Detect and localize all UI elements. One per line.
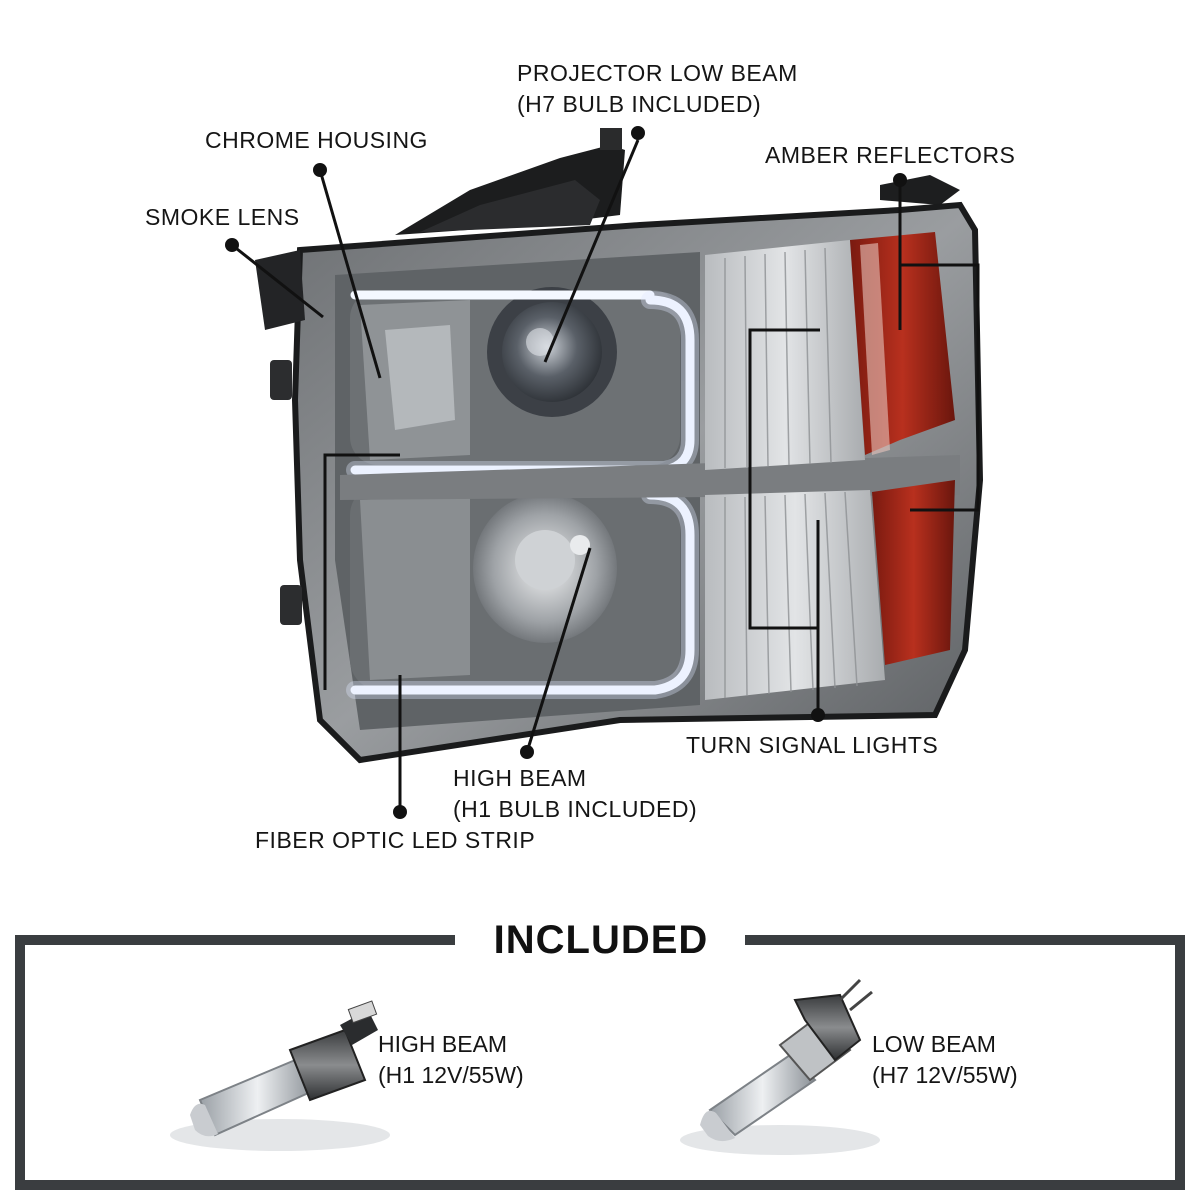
label-smoke-lens: SMOKE LENS <box>145 204 300 230</box>
divider-bar <box>340 455 960 500</box>
label-chrome-housing: CHROME HOUSING <box>205 127 428 153</box>
label-high-beam: HIGH BEAM (H1 BULB INCLUDED) <box>453 765 698 822</box>
label-fiber-optic-led-strip: FIBER OPTIC LED STRIP <box>255 827 536 853</box>
callout-lines <box>231 139 980 812</box>
label-turn-signal-lights: TURN SIGNAL LIGHTS <box>686 732 939 758</box>
label-projector-low-beam: PROJECTOR LOW BEAM (H7 BULB INCLUDED) <box>517 60 798 117</box>
low-beam-bulb-label: LOW BEAM (H7 12V/55W) <box>872 1031 1018 1088</box>
amber-reflectors <box>850 232 955 665</box>
included-title: INCLUDED <box>493 918 709 962</box>
upper-chamber <box>350 287 680 465</box>
high-beam-bulb-label: HIGH BEAM (H1 12V/55W) <box>378 1031 524 1088</box>
callout-dots <box>225 126 907 819</box>
included-frame <box>15 935 1185 1190</box>
h7-bulb-image <box>680 978 880 1155</box>
h1-bulb-image <box>170 1000 390 1151</box>
label-amber-reflectors: AMBER REFLECTORS <box>765 142 1016 168</box>
lower-chamber <box>350 485 680 690</box>
